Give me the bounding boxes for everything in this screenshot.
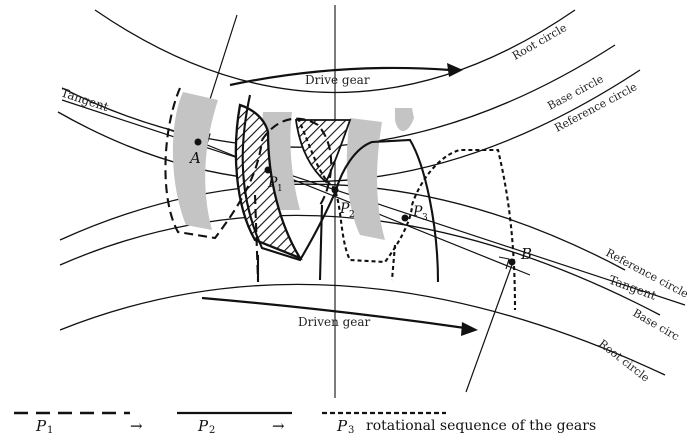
svg-text:P: P	[412, 204, 423, 220]
driven-rotation-arrow	[201, 296, 466, 330]
legend-arrow-2: →	[272, 417, 285, 435]
tooth-outline-p2-a	[241, 94, 337, 262]
legend-p2-sub: 2	[209, 425, 216, 436]
drive-rotation-arrowhead	[447, 63, 463, 77]
point-p3-label: P 3	[412, 204, 428, 223]
point-p1-dot	[264, 166, 272, 174]
drive-reference-circle	[57, 69, 641, 183]
point-p2-dot	[331, 186, 339, 194]
legend-caption: rotational sequence of the gears	[366, 418, 597, 434]
point-a-label: A	[188, 149, 201, 167]
svg-text:P: P	[267, 175, 278, 191]
legend-arrow-1: →	[130, 417, 143, 435]
svg-text:3: 3	[422, 213, 428, 223]
driven-rotation-arrowhead	[461, 322, 478, 336]
tooth-outline-p3-a	[297, 117, 414, 264]
drive-tooth-gray-1	[172, 92, 218, 230]
tooth-outline-p3-c	[390, 244, 397, 281]
driven-gear-label: Driven gear	[298, 315, 371, 329]
driven-base-circle	[59, 214, 661, 316]
driven-reference-circle	[59, 183, 626, 271]
svg-text:P: P	[339, 201, 350, 217]
drive-tooth-gray-3	[346, 118, 385, 240]
point-a-dot	[194, 138, 202, 146]
line-of-action	[164, 127, 531, 276]
hatched-tooth-2	[294, 119, 352, 184]
legend-p3: P	[337, 417, 348, 435]
drive-tooth-gray-4	[395, 108, 414, 132]
driven-root-circle	[59, 283, 666, 376]
tooth-outline-p2-b	[334, 138, 440, 283]
legend-p3-sub: 3	[348, 425, 355, 436]
tooth-outline-p3-b	[411, 148, 517, 311]
tangent-label-top: Tangent	[59, 86, 110, 115]
drive-gear-label: Drive gear	[305, 73, 370, 87]
perpendicular-line-b	[465, 261, 514, 393]
tooth-outline-p1-a	[164, 87, 264, 240]
point-b-label: B	[520, 245, 532, 263]
legend-p1-sub: 1	[47, 425, 54, 436]
point-p1-label: P 1	[267, 175, 283, 194]
legend-p2: P	[198, 417, 209, 435]
drive-rotation-arrow	[229, 66, 451, 87]
tooth-outline-p2-c	[318, 204, 324, 281]
svg-text:1: 1	[277, 184, 283, 194]
point-p3-dot	[401, 214, 409, 222]
root-circle-label-bottom: Root circle	[596, 337, 652, 385]
legend: P 1 → P 2 → P 3 rotational sequence of t…	[0, 403, 689, 443]
base-circle-label-bottom: Base circ	[631, 306, 682, 343]
tooth-outline-p1-b	[261, 117, 333, 206]
root-circle-label-top: Root circle	[510, 21, 569, 63]
right-angle-marker-b	[498, 256, 510, 270]
point-b-dot	[508, 258, 516, 266]
svg-text:2: 2	[349, 210, 355, 220]
point-p2-label: P 2	[339, 201, 355, 220]
legend-p1: P	[36, 417, 47, 435]
